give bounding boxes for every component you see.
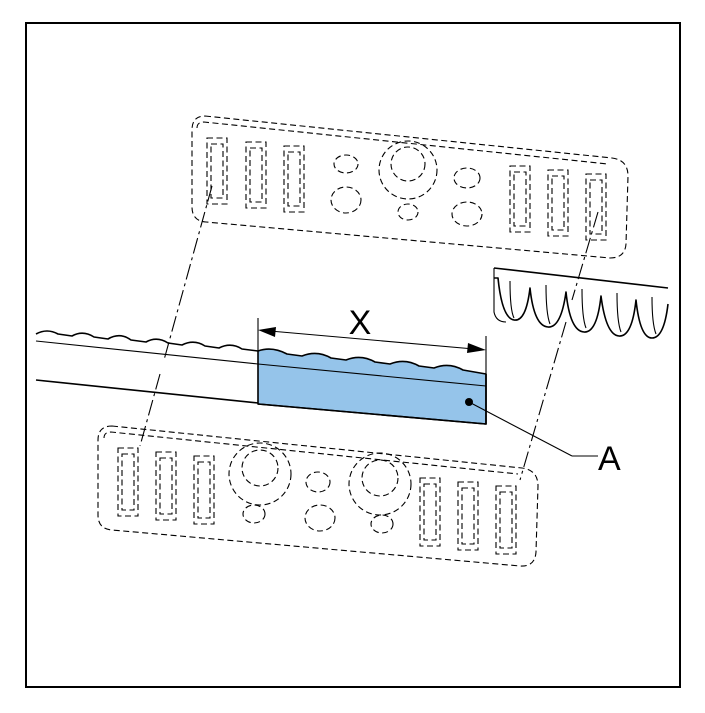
diagram-frame: [25, 22, 681, 688]
belt-section-a: [257, 348, 487, 425]
left-belt-segment: [35, 330, 259, 404]
highlighted-belt-section: [257, 348, 487, 425]
lower-clamp-plate: [97, 425, 539, 567]
callout-a-label: A: [598, 440, 621, 478]
upper-clamp-plate: [191, 115, 629, 259]
alignment-lines: [139, 185, 599, 481]
dimension-x-label: X: [349, 304, 372, 342]
dimension-x: X: [257, 304, 487, 374]
right-belt-segment: [493, 267, 669, 339]
callout-a: A: [465, 398, 621, 478]
